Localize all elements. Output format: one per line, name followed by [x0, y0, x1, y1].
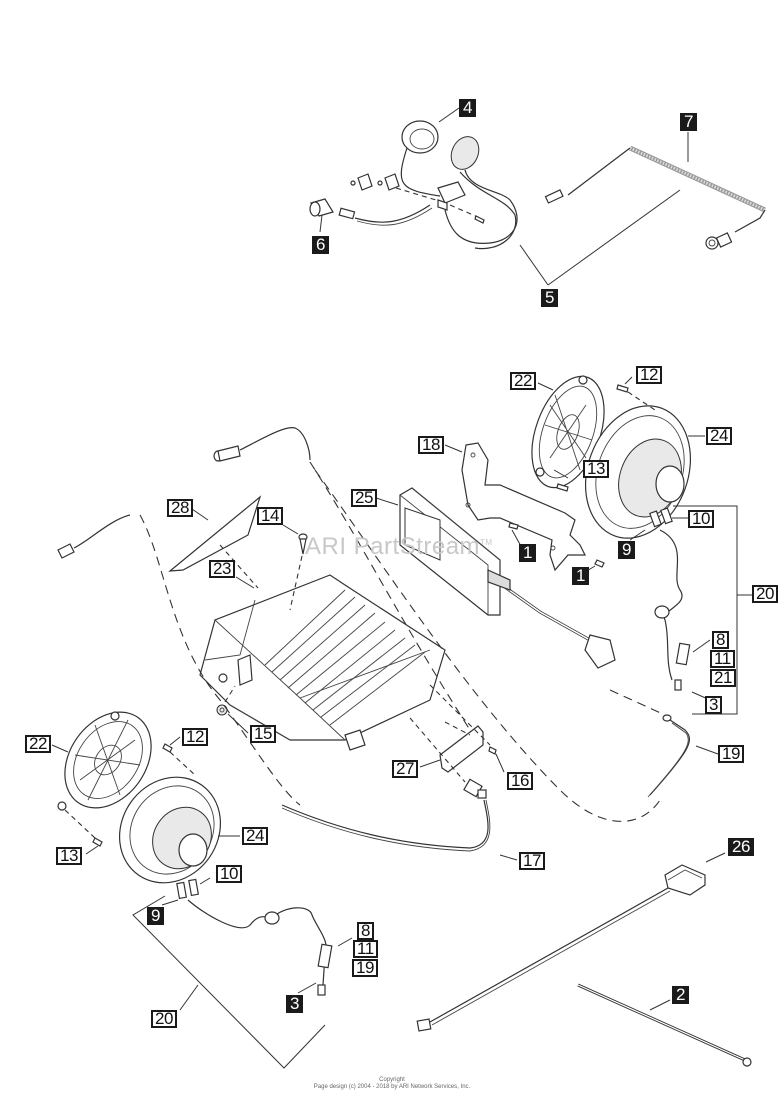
- speaker-grille-left-part: [57, 711, 152, 811]
- power-harness-part: [281, 778, 491, 852]
- headset-clips: [350, 173, 485, 224]
- callout-11[interactable]: 11: [710, 650, 735, 668]
- headset-cables: [354, 147, 518, 250]
- callout-25[interactable]: 25: [351, 489, 377, 507]
- headset-plug: [338, 207, 356, 220]
- callout-8[interactable]: 8: [712, 631, 729, 649]
- callout-3[interactable]: 3: [705, 696, 722, 714]
- watermark: ARI PartStreamTM: [305, 533, 493, 561]
- callout-24[interactable]: 24: [706, 427, 732, 445]
- bolt-part: [289, 533, 308, 611]
- callout-22[interactable]: 22: [510, 372, 536, 390]
- headset-earpiece-left: [401, 120, 439, 154]
- callout-15[interactable]: 15: [250, 725, 276, 743]
- callout-14[interactable]: 14: [257, 507, 283, 525]
- callout-18[interactable]: 18: [418, 436, 444, 454]
- harness-bracket-right: [673, 505, 752, 715]
- callout-22[interactable]: 22: [25, 735, 51, 753]
- harness-bracket-left: [132, 895, 326, 1069]
- headset-junction-box: [437, 181, 466, 211]
- connector-plug-left: [57, 514, 131, 559]
- coiled-cord-part: [544, 145, 767, 250]
- callout-13[interactable]: 13: [56, 847, 82, 865]
- callout-20[interactable]: 20: [752, 585, 778, 603]
- screws-left-speaker: [64, 743, 196, 847]
- callout-21[interactable]: 21: [710, 669, 736, 687]
- callout-19[interactable]: 19: [352, 959, 378, 977]
- callout-1[interactable]: 1: [519, 544, 536, 562]
- speaker-right-part: [584, 405, 692, 539]
- watermark-tm: TM: [480, 538, 493, 547]
- callout-28[interactable]: 28: [167, 499, 193, 517]
- callout-6[interactable]: 6: [312, 236, 329, 254]
- cable-tie-part: [577, 983, 752, 1067]
- callout-12[interactable]: 12: [182, 728, 208, 746]
- amplifier-unit-part: [199, 574, 446, 751]
- callout-11[interactable]: 11: [353, 940, 378, 958]
- callout-9[interactable]: 9: [618, 541, 635, 559]
- antenna-lead-part: [647, 714, 691, 798]
- antenna-lead-upper: [213, 427, 311, 462]
- callout-2[interactable]: 2: [672, 986, 689, 1004]
- watermark-text: ARI PartStream: [305, 533, 481, 560]
- callout-10[interactable]: 10: [216, 865, 242, 883]
- callout-23[interactable]: 23: [209, 560, 235, 578]
- callout-20[interactable]: 20: [151, 1010, 177, 1028]
- callout-7[interactable]: 7: [680, 113, 697, 131]
- callout-27[interactable]: 27: [392, 760, 418, 778]
- display-module-part: [399, 487, 616, 669]
- callout-10[interactable]: 10: [688, 510, 714, 528]
- speaker-left-part: [118, 776, 222, 884]
- callout-3[interactable]: 3: [286, 995, 303, 1013]
- footer-copyright: Copyright: [379, 1077, 405, 1083]
- callout-13[interactable]: 13: [583, 460, 609, 478]
- callout-19[interactable]: 19: [718, 745, 744, 763]
- mounting-bracket-part: [461, 442, 605, 572]
- callout-17[interactable]: 17: [519, 852, 545, 870]
- connector-cap-part: [309, 198, 334, 217]
- callout-26[interactable]: 26: [728, 838, 754, 856]
- footer-page-design: Page design (c) 2004 - 2018 by ARI Netwo…: [313, 1084, 471, 1090]
- callout-12[interactable]: 12: [636, 366, 662, 384]
- label-sheet-part: [168, 495, 262, 589]
- callout-5[interactable]: 5: [541, 289, 558, 307]
- callout-24[interactable]: 24: [242, 827, 268, 845]
- callout-9[interactable]: 9: [147, 907, 164, 925]
- routing-dashed-lines: [139, 461, 666, 822]
- screws-right-speaker: [556, 384, 656, 492]
- speaker-harness-right-part: [649, 507, 691, 691]
- callout-1[interactable]: 1: [572, 567, 589, 585]
- gps-antenna-part: [416, 864, 706, 1032]
- speaker-harness-left-part: [176, 878, 333, 996]
- callout-8[interactable]: 8: [357, 922, 374, 940]
- callout-4[interactable]: 4: [459, 99, 476, 117]
- callout-16[interactable]: 16: [507, 772, 533, 790]
- headset-earpiece-right: [450, 136, 480, 170]
- cover-plate-part: [409, 684, 497, 783]
